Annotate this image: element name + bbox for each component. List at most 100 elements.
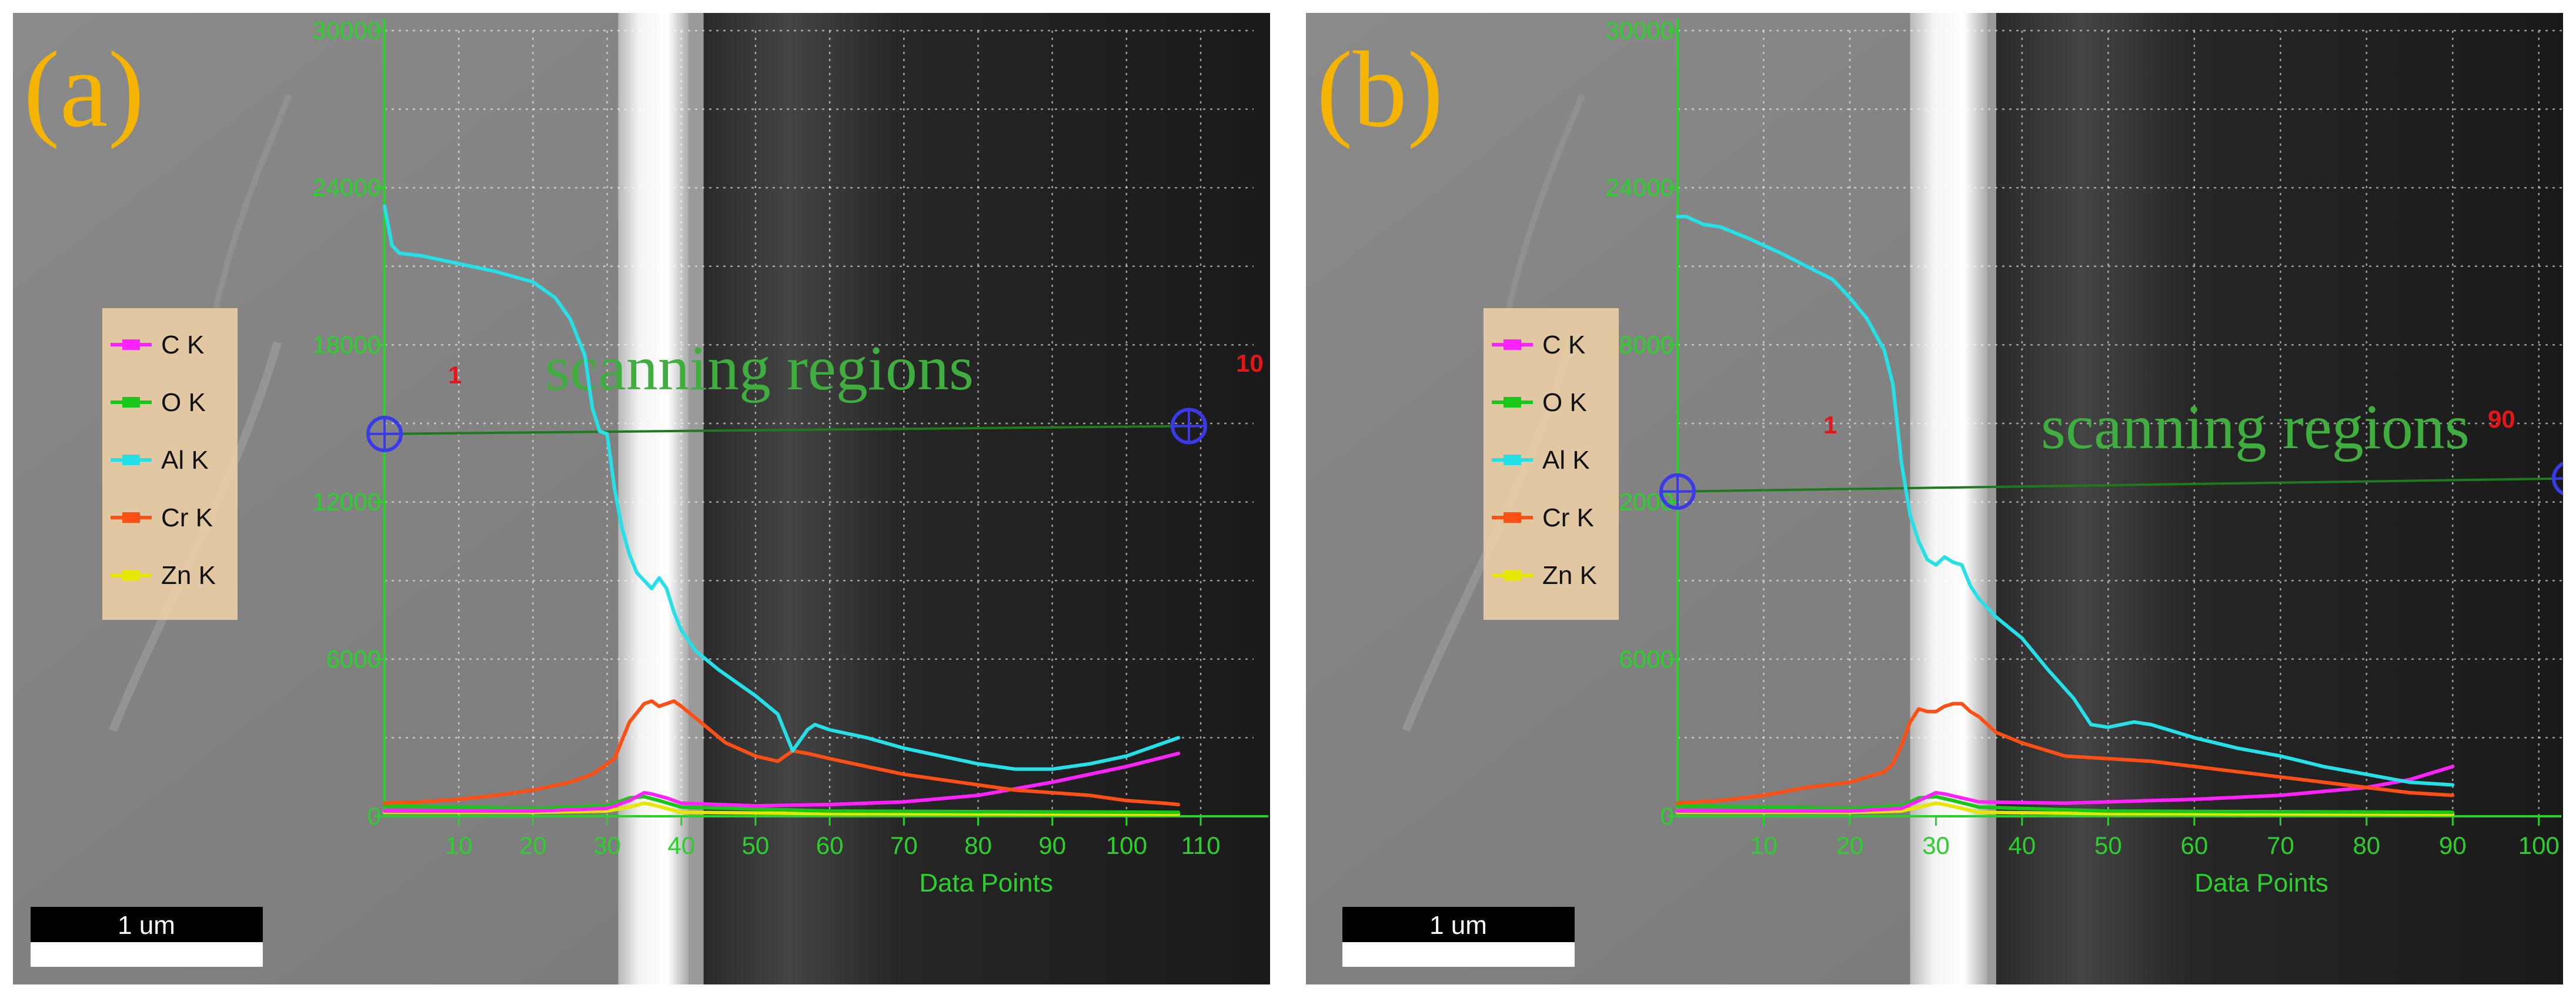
y-tick-label: 6000 bbox=[326, 645, 381, 673]
legend-item: Zn K bbox=[1492, 561, 1597, 590]
legend-item: Al K bbox=[1492, 446, 1590, 475]
scan-end-label: 10 bbox=[1236, 349, 1264, 377]
legend-swatch-marker bbox=[122, 570, 140, 580]
legend-swatch-marker bbox=[1503, 397, 1521, 408]
series-line-cr-k bbox=[1676, 702, 2455, 805]
sem-micrograph-chart: 0 6000 12000 18000 24000 30000 10 20 30 40 50 60 70 8… bbox=[13, 13, 1270, 984]
x-tick-label: 60 bbox=[2180, 832, 2208, 859]
x-tick-label: 40 bbox=[2009, 832, 2036, 859]
legend-item: Zn K bbox=[111, 561, 216, 590]
x-tick-label: 30 bbox=[1922, 832, 1950, 859]
legend-swatch-marker bbox=[1503, 339, 1521, 350]
panel-label: (a) bbox=[24, 29, 144, 150]
legend-swatch-marker bbox=[122, 339, 140, 350]
legend-item: Al K bbox=[111, 446, 209, 475]
series-line-al-k bbox=[383, 204, 1181, 771]
legend-label: C K bbox=[1542, 331, 1585, 359]
scan-end-marker[interactable] bbox=[2552, 461, 2563, 496]
grid bbox=[1678, 29, 2563, 816]
scale-bar-label-bg bbox=[1342, 907, 1575, 942]
legend-label: O K bbox=[161, 388, 206, 417]
legend-swatch-marker bbox=[1503, 455, 1521, 465]
scan-start-label: 1 bbox=[448, 361, 462, 389]
x-tick-label: 70 bbox=[890, 832, 918, 859]
y-tick-label: 12000 bbox=[312, 488, 381, 516]
x-tick-label: 90 bbox=[2439, 832, 2467, 859]
scale-bar-label: 1 um bbox=[1429, 911, 1487, 940]
legend-item: Cr K bbox=[1492, 503, 1594, 532]
x-tick-label: 110 bbox=[1181, 832, 1221, 859]
scan-start-marker[interactable] bbox=[1659, 473, 1696, 510]
scanning-regions-annotation: scanning regions bbox=[2041, 392, 2470, 462]
legend-swatch-marker bbox=[122, 455, 140, 465]
y-tick-label: 30000 bbox=[1605, 16, 1674, 44]
series-line-al-k bbox=[1676, 215, 2455, 787]
x-tick-label: 70 bbox=[2267, 832, 2294, 859]
interface-bright-band bbox=[1910, 13, 1988, 984]
y-tick-label: 30000 bbox=[312, 16, 381, 44]
x-axis-title: Data Points bbox=[2194, 869, 2328, 897]
scale-bar-label-bg bbox=[31, 907, 263, 942]
legend-label: Zn K bbox=[1542, 561, 1597, 590]
legend-label: Al K bbox=[161, 446, 209, 475]
legend-label: Zn K bbox=[161, 561, 216, 590]
scan-start-marker[interactable] bbox=[366, 415, 403, 452]
y-tick-label: 0 bbox=[367, 802, 381, 830]
x-tick-label: 100 bbox=[2518, 832, 2560, 859]
x-axis-title: Data Points bbox=[919, 869, 1053, 897]
series-line-zn-k bbox=[1676, 801, 2455, 816]
legend-item: C K bbox=[111, 331, 204, 359]
panel-a: 0 6000 12000 18000 24000 30000 10 20 30 40 50 60 70 8… bbox=[13, 13, 1270, 984]
series-line-o-k bbox=[383, 795, 1181, 815]
x-tick-label: 80 bbox=[964, 832, 992, 859]
legend-swatch-marker bbox=[122, 512, 140, 523]
x-tick-label: 10 bbox=[445, 832, 473, 859]
scale-bar: 1 um bbox=[1342, 907, 1575, 967]
legend-label: Cr K bbox=[161, 503, 213, 532]
x-tick-label: 60 bbox=[816, 832, 844, 859]
legend-swatch-marker bbox=[1503, 512, 1521, 523]
y-tick-label: 0 bbox=[1660, 802, 1674, 830]
interface-bright-band bbox=[618, 13, 689, 984]
legend-label: O K bbox=[1542, 388, 1587, 417]
scan-start-label: 1 bbox=[1823, 411, 1837, 439]
scale-bar-bar bbox=[31, 942, 263, 967]
legend-swatch-marker bbox=[1503, 570, 1521, 580]
panel-label: (b) bbox=[1317, 29, 1444, 150]
x-tick-label: 50 bbox=[2094, 832, 2122, 859]
series-line-cr-k bbox=[383, 699, 1181, 806]
x-tick-label: 10 bbox=[1750, 832, 1778, 859]
scan-end-label: 90 bbox=[2488, 405, 2515, 433]
scan-end-marker[interactable] bbox=[1171, 408, 1207, 445]
substrate-region bbox=[703, 13, 1270, 984]
transition-band bbox=[689, 13, 704, 984]
legend-label: Al K bbox=[1542, 446, 1590, 475]
legend-label: C K bbox=[161, 331, 204, 359]
y-tick-label: 18000 bbox=[312, 331, 381, 358]
scale-bar: 1 um bbox=[31, 907, 263, 967]
series-line-c-k bbox=[383, 752, 1181, 813]
y-tick-label: 24000 bbox=[1605, 173, 1674, 201]
x-tick-label: 50 bbox=[742, 832, 770, 859]
scale-bar-label: 1 um bbox=[118, 911, 175, 940]
y-tick-label: 24000 bbox=[312, 173, 381, 201]
legend-label: Cr K bbox=[1542, 503, 1594, 532]
x-tick-label: 90 bbox=[1038, 832, 1066, 859]
x-tick-label: 20 bbox=[519, 832, 547, 859]
x-tick-label: 20 bbox=[1836, 832, 1864, 859]
x-tick-label: 100 bbox=[1106, 832, 1147, 859]
series-line-o-k bbox=[1676, 795, 2455, 815]
series-lines bbox=[383, 204, 1181, 816]
transition-band bbox=[1987, 13, 1996, 984]
x-tick-label: 40 bbox=[667, 832, 695, 859]
legend-swatch-marker bbox=[122, 397, 140, 408]
scale-bar-bar bbox=[1342, 942, 1575, 967]
series-line-zn-k bbox=[383, 801, 1181, 816]
series-lines bbox=[1676, 215, 2455, 816]
legend-item: O K bbox=[111, 388, 206, 417]
x-tick-label: 80 bbox=[2353, 832, 2380, 859]
x-tick-label: 30 bbox=[593, 832, 621, 859]
